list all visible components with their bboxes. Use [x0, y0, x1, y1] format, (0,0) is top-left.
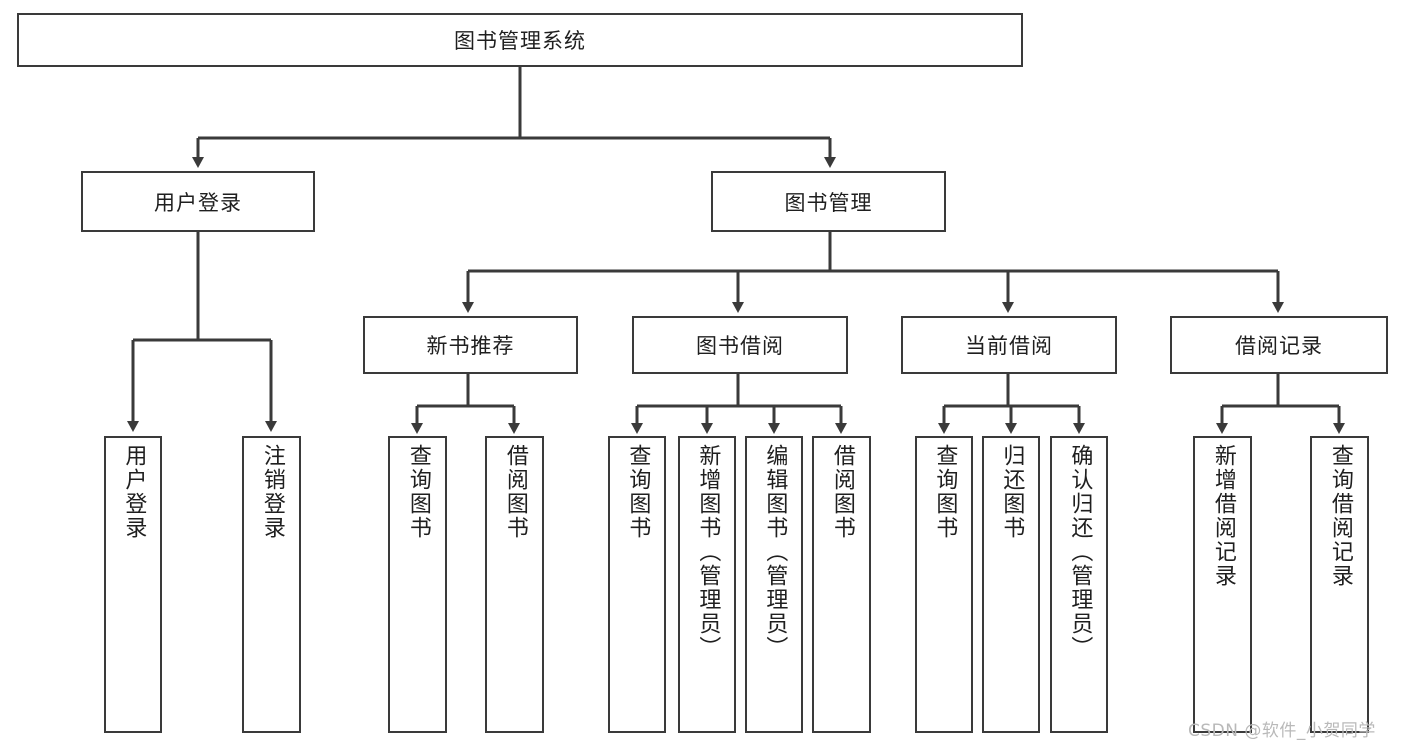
csdn-watermark: CSDN @软件_小贺同学 — [1188, 721, 1376, 741]
leaf-add-book-label: 新增图书（管理员） — [695, 444, 721, 660]
node-new-book-recommend-label: 新书推荐 — [426, 334, 515, 358]
edges-borrowrecords-to-leaves — [1216, 374, 1345, 434]
leaf-return-book[interactable]: 归还图书 — [982, 436, 1040, 733]
leaf-user-login-label: 用户登录 — [121, 444, 147, 540]
leaf-borrow-book-2-label: 借阅图书 — [829, 444, 855, 540]
leaf-add-record[interactable]: 新增借阅记录 — [1193, 436, 1252, 733]
leaf-query-book-2-label: 查询图书 — [625, 444, 651, 540]
node-book-management[interactable]: 图书管理 — [711, 171, 946, 232]
leaf-query-book-2[interactable]: 查询图书 — [608, 436, 666, 733]
edges-currentborrow-to-leaves — [938, 374, 1085, 434]
node-book-borrow-label: 图书借阅 — [696, 334, 784, 358]
leaf-add-book[interactable]: 新增图书（管理员） — [678, 436, 736, 733]
leaf-edit-book[interactable]: 编辑图书（管理员） — [745, 436, 803, 733]
leaf-borrow-book-1-label: 借阅图书 — [502, 444, 528, 540]
leaf-query-book-1-label: 查询图书 — [405, 444, 431, 540]
edges-newbook-to-leaves — [411, 374, 520, 434]
leaf-query-book-3[interactable]: 查询图书 — [915, 436, 973, 733]
node-borrow-records[interactable]: 借阅记录 — [1170, 316, 1388, 374]
leaf-confirm-return-label: 确认归还（管理员） — [1067, 444, 1093, 660]
node-book-management-label: 图书管理 — [784, 190, 873, 215]
leaf-borrow-book-1[interactable]: 借阅图书 — [485, 436, 544, 733]
edges-userlogin-to-leaves — [127, 232, 277, 432]
node-root[interactable]: 图书管理系统 — [17, 13, 1023, 67]
node-new-book-recommend[interactable]: 新书推荐 — [363, 316, 578, 374]
leaf-return-book-label: 归还图书 — [999, 444, 1025, 540]
node-book-borrow[interactable]: 图书借阅 — [632, 316, 848, 374]
leaf-query-record[interactable]: 查询借阅记录 — [1310, 436, 1369, 733]
node-current-borrow-label: 当前借阅 — [965, 334, 1053, 358]
leaf-add-record-label: 新增借阅记录 — [1210, 444, 1236, 588]
leaf-logout-label: 注销登录 — [259, 444, 285, 540]
edges-bookmgmt-to-level3 — [462, 232, 1284, 313]
edges-root-to-level2 — [192, 67, 836, 168]
leaf-confirm-return[interactable]: 确认归还（管理员） — [1050, 436, 1108, 733]
leaf-borrow-book-2[interactable]: 借阅图书 — [812, 436, 871, 733]
node-user-login-label: 用户登录 — [154, 190, 242, 215]
leaf-query-book-1[interactable]: 查询图书 — [388, 436, 447, 733]
leaf-query-book-3-label: 查询图书 — [932, 444, 958, 540]
node-root-label: 图书管理系统 — [454, 29, 586, 53]
leaf-edit-book-label: 编辑图书（管理员） — [762, 444, 788, 660]
leaf-logout[interactable]: 注销登录 — [242, 436, 301, 733]
leaf-query-record-label: 查询借阅记录 — [1327, 444, 1353, 588]
node-user-login[interactable]: 用户登录 — [81, 171, 315, 232]
node-current-borrow[interactable]: 当前借阅 — [901, 316, 1117, 374]
leaf-user-login[interactable]: 用户登录 — [104, 436, 162, 733]
edges-bookborrow-to-leaves — [631, 374, 847, 434]
node-borrow-records-label: 借阅记录 — [1235, 334, 1323, 358]
